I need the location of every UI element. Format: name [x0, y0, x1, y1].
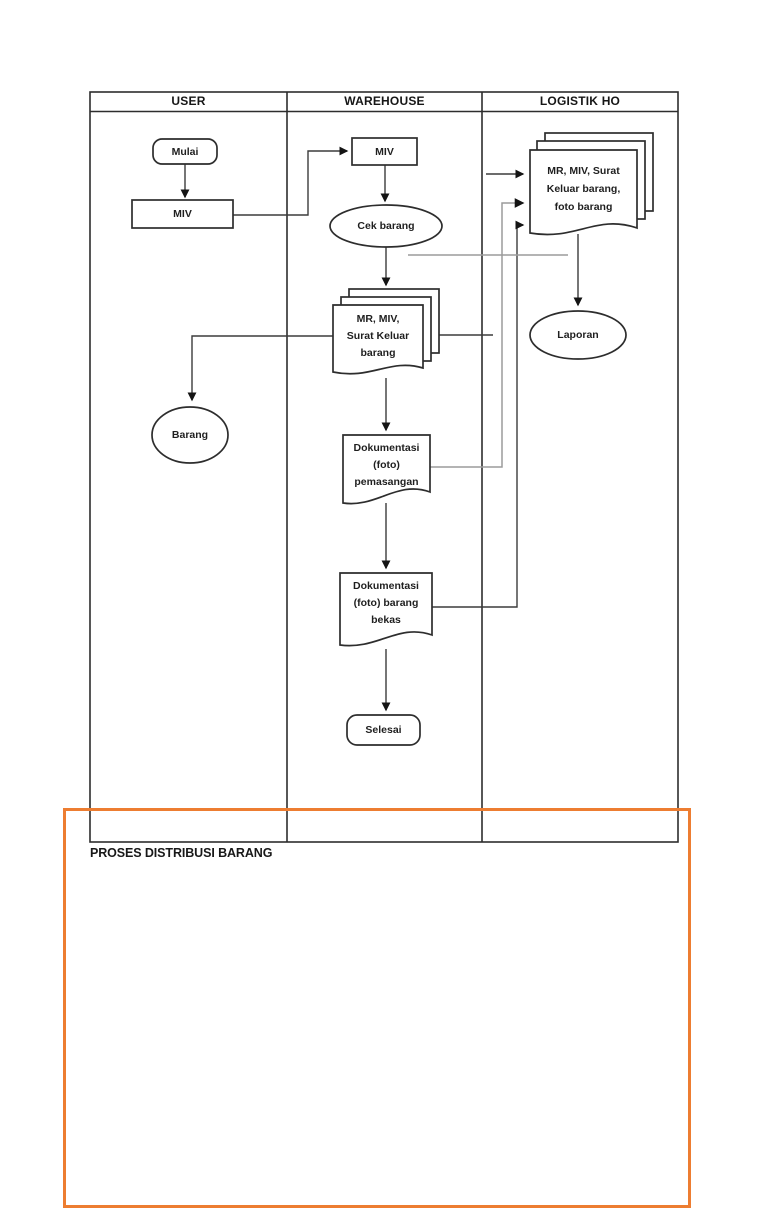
edge-dok-pemasangan-to-doc-logistik — [430, 198, 525, 468]
edge-doc-warehouse-to-barang — [187, 335, 333, 402]
node-barang-shape — [151, 406, 229, 464]
node-dok-barang-bekas-label: Dokumentasi (foto) barang bekas — [340, 578, 432, 629]
node-miv-user-label: MIV — [173, 208, 192, 220]
node-miv-user-shape — [131, 199, 234, 229]
doc-warehouse-line-2: Surat Keluar — [346, 330, 410, 342]
dok-barang-bekas-line-2: (foto) barang — [353, 597, 419, 609]
node-mulai-label: Mulai — [171, 146, 199, 158]
node-laporan-label: Laporan — [557, 329, 599, 341]
lane-header-user: USER — [171, 94, 206, 108]
node-cek-barang-shape — [329, 204, 443, 248]
lane-header-logistik-ho: LOGISTIK HO — [539, 94, 621, 108]
flowchart-canvas — [89, 91, 679, 843]
node-laporan-shape — [529, 310, 627, 360]
node-selesai-shape — [346, 714, 421, 746]
node-doc-logistik-shape — [529, 149, 638, 236]
doc-warehouse-line-1: MR, MIV, — [356, 313, 400, 325]
node-dok-pemasangan-shape — [342, 434, 431, 505]
doc-logistik-line-3: foto barang — [554, 201, 613, 213]
dok-pemasangan-line-2: (foto) — [373, 459, 400, 471]
doc-logistik-line-2: Keluar barang, — [546, 183, 621, 195]
node-dok-pemasangan-label: Dokumentasi (foto) pemasangan — [343, 440, 430, 491]
highlight-box — [63, 808, 691, 1208]
swimlane-table-border — [89, 91, 679, 843]
node-barang-label: Barang — [171, 429, 209, 441]
lane-header-warehouse: WAREHOUSE — [344, 94, 425, 108]
node-doc-warehouse-shape — [332, 304, 424, 375]
node-selesai-label: Selesai — [365, 724, 402, 736]
dok-pemasangan-line-3: pemasangan — [354, 476, 419, 488]
node-miv-warehouse-label: MIV — [375, 146, 394, 158]
node-cek-barang-label: Cek barang — [357, 220, 415, 232]
dok-barang-bekas-line-1: Dokumentasi — [353, 580, 419, 592]
node-mulai-shape — [152, 138, 218, 165]
document-page: USER WAREHOUSE LOGISTIK HO Mulai MIV Bar… — [63, 91, 691, 1208]
dok-barang-bekas-line-3: bekas — [371, 614, 401, 626]
doc-logistik-line-1: MR, MIV, Surat — [547, 165, 620, 177]
doc-warehouse-line-3: barang — [360, 347, 396, 359]
page-title: PROSES DISTRIBUSI BARANG — [90, 846, 273, 860]
dok-pemasangan-line-1: Dokumentasi — [353, 442, 420, 454]
edge-miv-user-to-miv-warehouse — [233, 146, 349, 216]
node-dok-barang-bekas-shape — [339, 572, 433, 647]
node-doc-warehouse-label: MR, MIV, Surat Keluar barang — [333, 311, 423, 362]
edge-dok-barang-bekas-to-doc-logistik — [432, 220, 525, 608]
node-miv-warehouse-shape — [351, 137, 418, 166]
node-doc-logistik-label: MR, MIV, Surat Keluar barang, foto baran… — [530, 162, 637, 216]
